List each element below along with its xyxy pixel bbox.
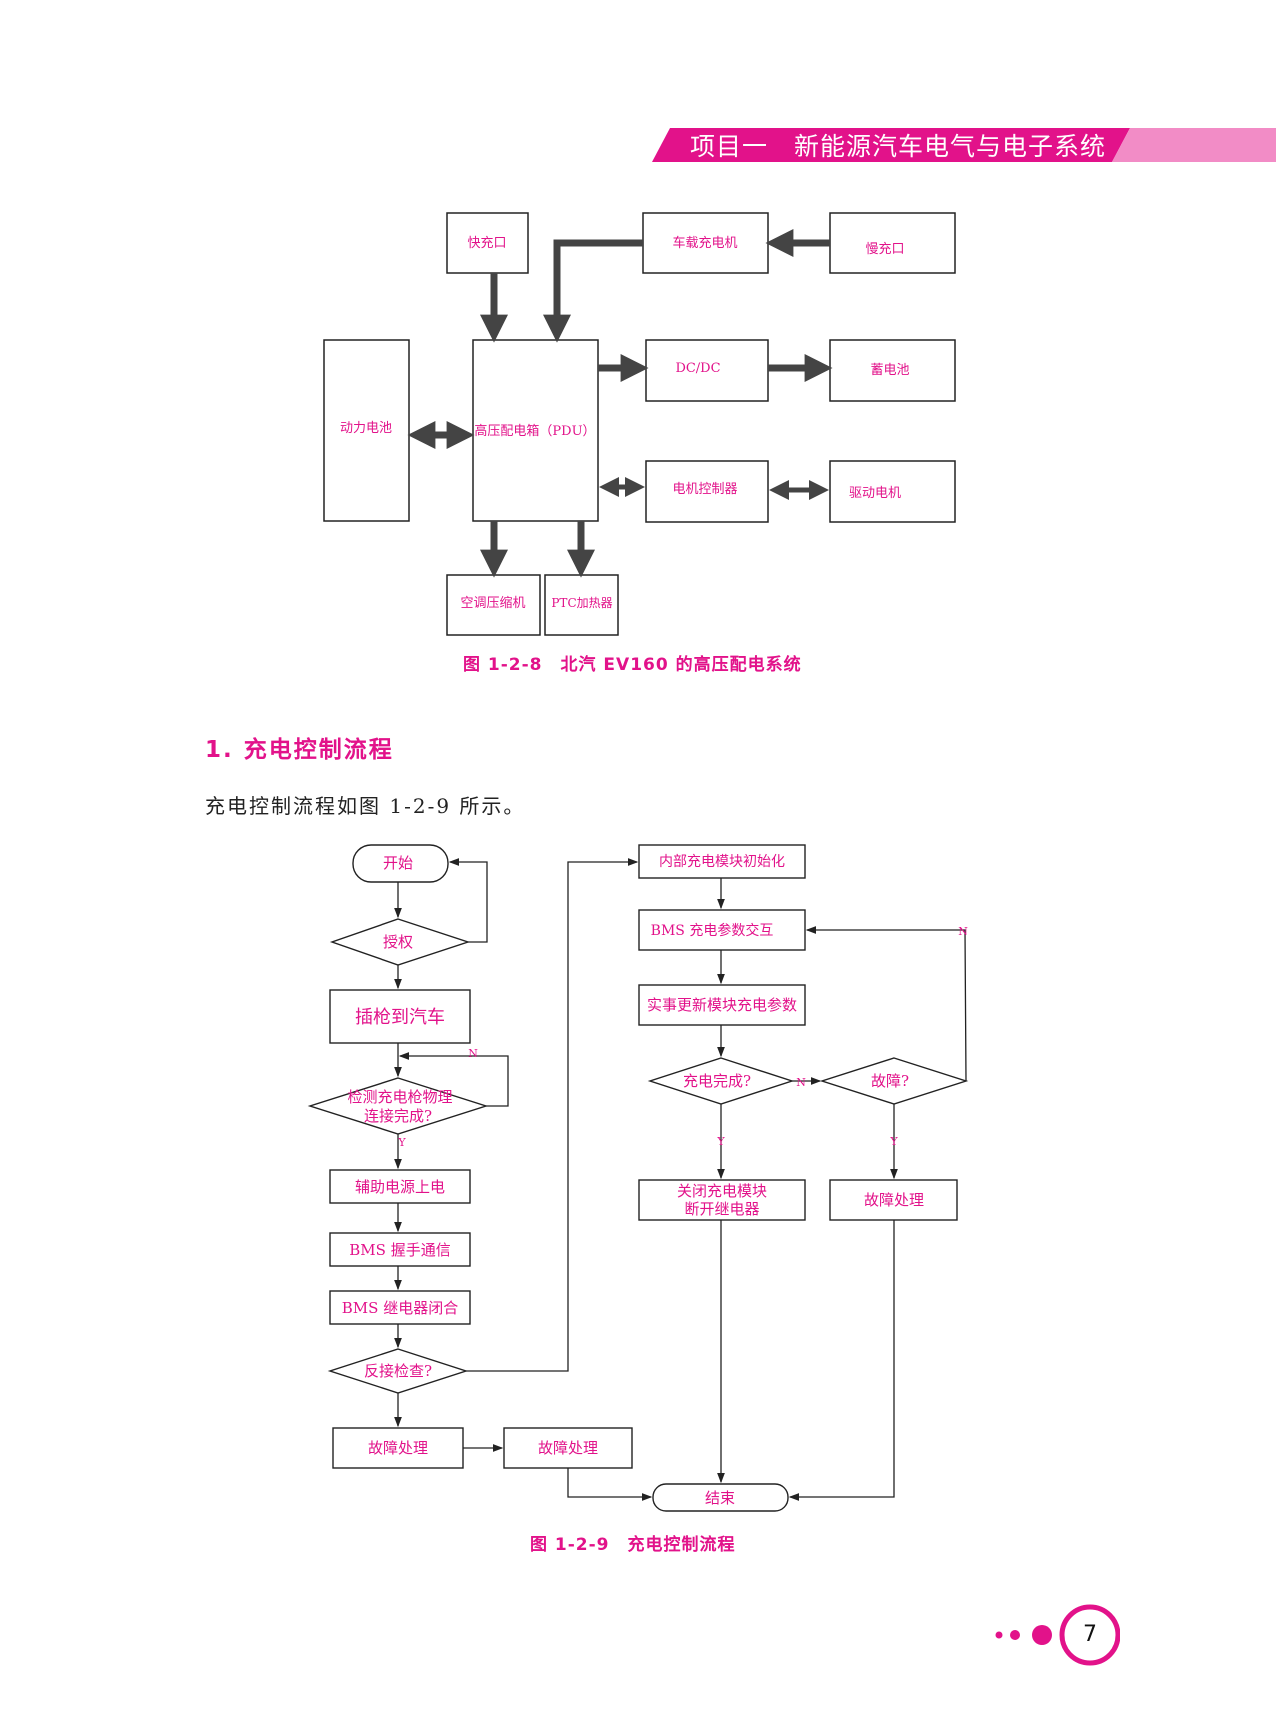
onboard-charger-label: 车载充电机 [672,235,737,251]
power-battery-label: 动力电池 [340,421,392,436]
fault-1-label: 故障处理 [368,1439,428,1457]
update-params-label: 实事更新模块充电参数 [647,996,797,1014]
check-conn-diamond [307,1077,489,1135]
fault-box-2 [503,1427,633,1469]
n-label-1: N [468,1047,478,1060]
ac-compressor-label: 空调压缩机 [460,595,525,611]
charge-done-label: 充电完成? [683,1072,751,1090]
fault-q-label: 故障? [871,1072,909,1090]
fast-charge-box [446,212,529,274]
bms-relay-label: BMS 继电器闭合 [342,1299,458,1317]
check-conn-label-1: 检测充电枪物理 [347,1088,452,1106]
figure1-caption: 图 1-2-8 北汽 EV160 的高压配电系统 [463,655,802,675]
reverse-check-label: 反接检查? [364,1362,432,1380]
fast-charge-label: 快充口 [467,235,506,251]
aux-power-box [329,1169,471,1204]
check-conn-label-2: 连接完成? [364,1107,432,1125]
slow-charge-label: 慢充口 [865,241,904,257]
page-dots [995,1604,1120,1666]
drive-motor-box [829,460,956,523]
close-module-label-2: 断开继电器 [684,1200,759,1218]
arrow-charger-to-pdu [543,239,643,343]
ac-compressor-box [446,574,541,636]
section-body: 充电控制流程如图 1-2-9 所示。 [205,794,526,818]
update-params-box [638,984,806,1026]
figure2-caption: 图 1-2-9 充电控制流程 [530,1535,736,1555]
dcdc-box [645,339,769,402]
fault-box-1 [332,1427,464,1469]
aux-battery-label: 蓄电池 [870,363,909,378]
end-label: 结束 [705,1489,735,1507]
page-number: 7 [1083,1622,1097,1647]
init-module-label: 内部充电模块初始化 [659,853,785,870]
drive-motor-label: 驱动电机 [849,486,901,501]
y-label-3: Y [889,1135,898,1148]
n-label-3: N [958,925,968,938]
header-band [652,128,1276,162]
ptc-heater-box [544,574,619,636]
y-label-2: Y [716,1135,725,1148]
start-node [352,844,449,883]
dcdc-label: DC/DC [675,361,720,376]
figure-hv-distribution: 快充口 车载充电机 慢充口 动力电池 高压配电箱（PDU） DC/DC 蓄电池 … [323,212,956,636]
bms-relay-box [329,1290,471,1325]
motor-controller-label: 电机控制器 [672,482,737,497]
pdu-box [472,339,599,522]
authorize-label: 授权 [383,933,413,951]
y-label-1: Y [397,1136,406,1149]
plug-in-label: 插枪到汽车 [355,1007,445,1028]
plug-in-box [329,989,471,1044]
bms-handshake-label: BMS 握手通信 [349,1241,450,1259]
figure-charge-flowchart: 开始 授权 插枪到汽车 检测充电枪物理 连接完成? 辅助电源上电 BMS 握手通… [307,844,969,1512]
init-module-box [638,844,806,879]
fault-3-label: 故障处理 [864,1191,924,1209]
ptc-heater-label: PTC加热器 [551,596,612,610]
motor-controller-box [645,460,769,523]
close-module-label-1: 关闭充电模块 [677,1182,767,1200]
section-heading: 1. 充电控制流程 [205,737,394,763]
end-node [652,1483,789,1512]
pdu-label: 高压配电箱（PDU） [474,423,595,439]
start-label: 开始 [383,854,413,872]
bms-params-label: BMS 充电参数交互 [651,922,774,939]
bms-handshake-box [329,1232,471,1267]
header-title: 项目一 新能源汽车电气与电子系统 [690,132,1107,161]
bms-params-box [638,909,806,951]
n-label-2: N [796,1076,806,1089]
aux-battery-box [829,339,956,402]
close-module-box [638,1179,806,1221]
aux-power-label: 辅助电源上电 [355,1178,445,1196]
fault-2-label: 故障处理 [538,1439,598,1457]
